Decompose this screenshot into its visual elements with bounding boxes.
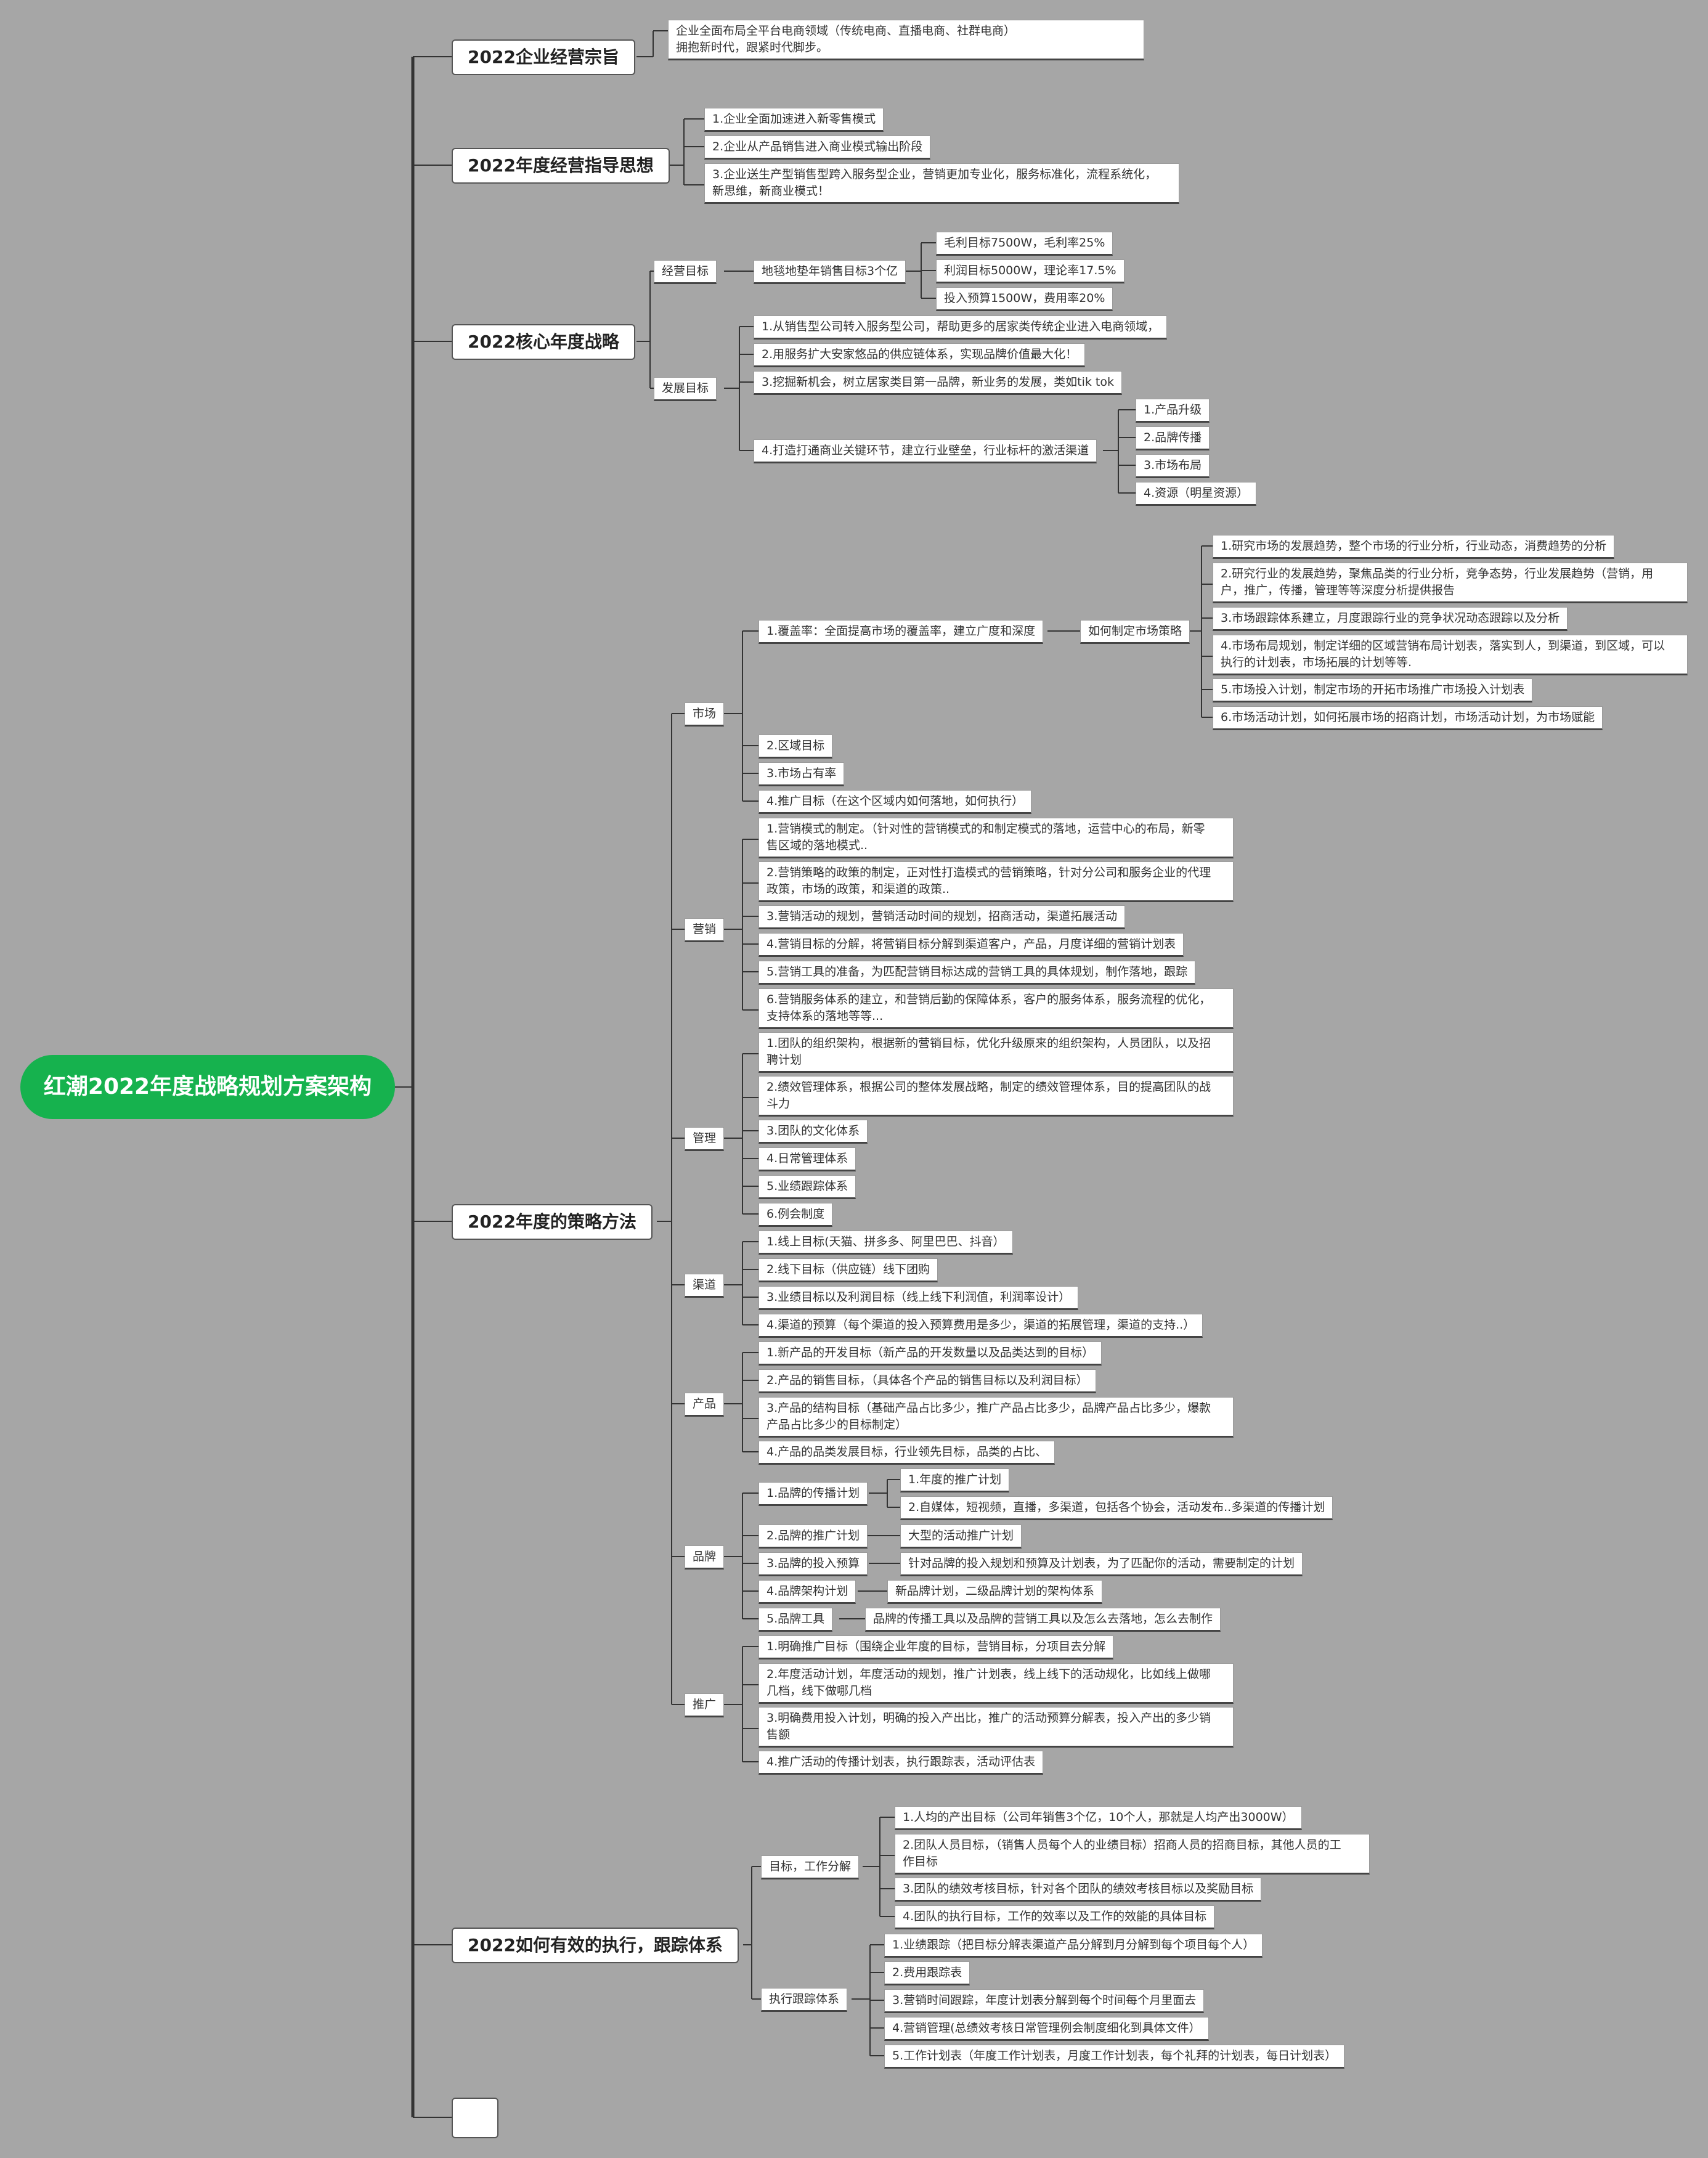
development-item-1[interactable]: 1.从销售型公司转入服务型公司，帮助更多的居家类传统企业进入电商领域， bbox=[754, 316, 1168, 340]
brand-item-2[interactable]: 2.品牌的推广计划 bbox=[758, 1525, 868, 1549]
goal-item-2[interactable]: 2.团队人员目标，（销售人员每个人的业绩目标）招商人员的招商目标，其他人员的工 … bbox=[895, 1834, 1370, 1875]
development-item-4[interactable]: 4.打造打通商业关键环节，建立行业壁垒，行业标杆的激活渠道 bbox=[754, 439, 1097, 463]
tracking-item-5[interactable]: 5.工作计划表（年度工作计划表，月度工作计划表，每个礼拜的计划表，每日计划表） bbox=[884, 2045, 1345, 2069]
promotion-item-3[interactable]: 3.明确费用投入计划，明确的投入产出比，推广的活动预算分解表，投入产出的多少销 … bbox=[758, 1707, 1234, 1748]
product-item-1[interactable]: 1.新产品的开发目标（新产品的开发数量以及品类达到的目标） bbox=[758, 1342, 1102, 1366]
main-topic-empty[interactable] bbox=[452, 2098, 498, 2138]
brand-multichannel-plan[interactable]: 2.自媒体，短视频，直播，多渠道，包括各个协会，活动发布..多渠道的传播计划 bbox=[900, 1496, 1333, 1520]
investment-budget[interactable]: 投入预算1500W，费用率20% bbox=[936, 287, 1113, 311]
brand-event-plan[interactable]: 大型的活动推广计划 bbox=[900, 1525, 1022, 1549]
guiding-item-2[interactable]: 2.企业从产品销售进入商业模式输出阶段 bbox=[704, 136, 931, 160]
product-label[interactable]: 产品 bbox=[685, 1393, 725, 1417]
guiding-item-3[interactable]: 3.企业送生产型销售型跨入服务型企业，营销更加专业化，服务标准化，流程系统化， … bbox=[704, 163, 1179, 204]
brand-architecture-plan[interactable]: 新品牌计划，二级品牌计划的架构体系 bbox=[887, 1580, 1103, 1604]
development-item-2[interactable]: 2.用服务扩大安家悠品的供应链体系，实现品牌价值最大化！ bbox=[754, 343, 1086, 367]
market-share[interactable]: 3.市场占有率 bbox=[758, 762, 845, 786]
market-label[interactable]: 市场 bbox=[685, 702, 725, 727]
marketing-item-4[interactable]: 4.营销目标的分解，将营销目标分解到渠道客户，产品，月度详细的营销计划表 bbox=[758, 933, 1184, 957]
market-strategy-6[interactable]: 6.市场活动计划，如何拓展市场的招商计划，市场活动计划，为市场赋能 bbox=[1213, 706, 1603, 730]
product-item-3[interactable]: 3.产品的结构目标（基础产品占比多少，推广产品占比多少，品牌产品占比多少，爆款 … bbox=[758, 1397, 1234, 1438]
management-item-1[interactable]: 1.团队的组织架构，根据新的营销目标，优化升级原来的组织架构，人员团队，以及招 … bbox=[758, 1032, 1234, 1073]
main-topic-core-strategy[interactable]: 2022核心年度战略 bbox=[452, 324, 635, 360]
guiding-item-1[interactable]: 1.企业全面加速进入新零售模式 bbox=[704, 108, 884, 132]
management-item-4[interactable]: 4.日常管理体系 bbox=[758, 1147, 856, 1171]
promotion-item-2[interactable]: 2.年度活动计划，年度活动的规划，推广计划表，线上线下的活动规化，比如线上做哪 … bbox=[758, 1663, 1234, 1704]
main-topic-purpose[interactable]: 2022企业经营宗旨 bbox=[452, 39, 635, 75]
tracking-item-1[interactable]: 1.业绩跟踪（把目标分解表渠道产品分解到月分解到每个项目每个人） bbox=[884, 1934, 1263, 1958]
tracking-system-label[interactable]: 执行跟踪体系 bbox=[761, 1988, 848, 2012]
root-topic[interactable]: 红潮2022年度战略规划方案架构 bbox=[20, 1055, 395, 1119]
marketing-item-1[interactable]: 1.营销模式的制定。（针对性的营销模式的和制定模式的落地，运营中心的布局，新零 … bbox=[758, 818, 1234, 858]
brand-item-4[interactable]: 4.品牌架构计划 bbox=[758, 1580, 856, 1604]
market-layout[interactable]: 3.市场布局 bbox=[1136, 454, 1210, 478]
market-strategy-5[interactable]: 5.市场投入计划，制定市场的开拓市场推广市场投入计划表 bbox=[1213, 678, 1533, 702]
main-topic-execution-tracking[interactable]: 2022如何有效的执行，跟踪体系 bbox=[452, 1928, 739, 1963]
goal-item-3[interactable]: 3.团队的绩效考核目标，针对各个团队的绩效考核目标以及奖励目标 bbox=[895, 1878, 1262, 1902]
purpose-text[interactable]: 企业全面布局全平台电商领域（传统电商、直播电商、社群电商） 拥抱新时代，跟紧时代… bbox=[668, 20, 1144, 60]
marketing-item-5[interactable]: 5.营销工具的准备，为匹配营销目标达成的营销工具的具体规划，制作落地，跟踪 bbox=[758, 961, 1196, 985]
management-item-3[interactable]: 3.团队的文化体系 bbox=[758, 1120, 868, 1144]
channel-item-4[interactable]: 4.渠道的预算（每个渠道的投入预算费用是多少，渠道的拓展管理，渠道的支持..） bbox=[758, 1314, 1203, 1338]
brand-item-1[interactable]: 1.品牌的传播计划 bbox=[758, 1482, 868, 1506]
promotion-label[interactable]: 推广 bbox=[685, 1693, 725, 1717]
goal-breakdown-label[interactable]: 目标，工作分解 bbox=[761, 1855, 860, 1879]
profit-target[interactable]: 利润目标5000W，理论率17.5% bbox=[936, 259, 1124, 283]
brand-item-5[interactable]: 5.品牌工具 bbox=[758, 1608, 833, 1632]
regional-target[interactable]: 2.区域目标 bbox=[758, 735, 833, 759]
coverage-rate[interactable]: 1.覆盖率：全面提高市场的覆盖率，建立广度和深度 bbox=[758, 620, 1044, 644]
brand-tools-plan[interactable]: 品牌的传播工具以及品牌的营销工具以及怎么去落地，怎么去制作 bbox=[865, 1608, 1221, 1632]
gross-profit-target[interactable]: 毛利目标7500W，毛利率25% bbox=[936, 232, 1113, 256]
product-item-2[interactable]: 2.产品的销售目标，（具体各个产品的销售目标以及利润目标） bbox=[758, 1369, 1096, 1393]
marketing-item-2[interactable]: 2.营销策略的政策的制定，正对性打造模式的营销策略，针对分公司和服务企业的代理 … bbox=[758, 861, 1234, 902]
brand-annual-plan[interactable]: 1.年度的推广计划 bbox=[900, 1468, 1010, 1492]
promotion-target[interactable]: 4.推广目标（在这个区域内如何落地，如何执行） bbox=[758, 790, 1032, 814]
development-goal-label[interactable]: 发展目标 bbox=[654, 377, 717, 401]
channel-label[interactable]: 渠道 bbox=[685, 1274, 725, 1298]
main-topic-strategy-methods[interactable]: 2022年度的策略方法 bbox=[452, 1204, 653, 1240]
marketing-item-3[interactable]: 3.营销活动的规划，营销活动时间的规划，招商活动，渠道拓展活动 bbox=[758, 905, 1126, 929]
product-upgrade[interactable]: 1.产品升级 bbox=[1136, 399, 1210, 423]
channel-item-1[interactable]: 1.线上目标(天猫、拼多多、阿里巴巴、抖音） bbox=[758, 1231, 1013, 1255]
brand-label[interactable]: 品牌 bbox=[685, 1545, 725, 1570]
tracking-item-4[interactable]: 4.营销管理(总绩效考核日常管理例会制度细化到具体文件） bbox=[884, 2017, 1209, 2041]
promotion-item-1[interactable]: 1.明确推广目标（围绕企业年度的目标，营销目标，分项目去分解 bbox=[758, 1635, 1114, 1659]
goal-item-4[interactable]: 4.团队的执行目标，工作的效率以及工作的效能的具体目标 bbox=[895, 1905, 1215, 1929]
how-market-strategy[interactable]: 如何制定市场策略 bbox=[1080, 620, 1190, 644]
market-strategy-2[interactable]: 2.研究行业的发展趋势，聚焦品类的行业分析，竞争态势，行业发展趋势（营销，用 户… bbox=[1213, 563, 1688, 603]
brand-budget-plan[interactable]: 针对品牌的投入规划和预算及计划表，为了匹配你的活动，需要制定的计划 bbox=[900, 1552, 1303, 1576]
marketing-label[interactable]: 营销 bbox=[685, 918, 725, 942]
main-topic-guiding-thought[interactable]: 2022年度经营指导思想 bbox=[452, 148, 670, 184]
channel-item-2[interactable]: 2.线下目标（供应链）线下团购 bbox=[758, 1258, 938, 1282]
market-strategy-1[interactable]: 1.研究市场的发展趋势，整个市场的行业分析，行业动态，消费趋势的分析 bbox=[1213, 535, 1615, 559]
product-item-4[interactable]: 4.产品的品类发展目标，行业领先目标，品类的占比、 bbox=[758, 1441, 1055, 1465]
promotion-item-4[interactable]: 4.推广活动的传播计划表，执行跟踪表，活动评估表 bbox=[758, 1751, 1044, 1775]
market-strategy-3[interactable]: 3.市场跟踪体系建立，月度跟踪行业的竞争状况动态跟踪以及分析 bbox=[1213, 607, 1568, 631]
brand-item-3[interactable]: 3.品牌的投入预算 bbox=[758, 1552, 868, 1576]
tracking-item-3[interactable]: 3.营销时间跟踪，年度计划表分解到每个时间每个月里面去 bbox=[884, 1989, 1205, 2013]
development-item-3[interactable]: 3.挖掘新机会，树立居家类目第一品牌，新业务的发展，类如tik tok bbox=[754, 371, 1122, 395]
resources-star[interactable]: 4.资源（明星资源） bbox=[1136, 482, 1257, 506]
management-item-6[interactable]: 6.例会制度 bbox=[758, 1203, 833, 1227]
tracking-item-2[interactable]: 2.费用跟踪表 bbox=[884, 1961, 970, 1985]
market-strategy-4[interactable]: 4.市场布局规划，制定详细的区域营销布局计划表，落实到人，到渠道，到区域，可以 … bbox=[1213, 635, 1688, 675]
management-item-5[interactable]: 5.业绩跟踪体系 bbox=[758, 1175, 856, 1199]
goal-item-1[interactable]: 1.人均的产出目标（公司年销售3个亿，10个人，那就是人均产出3000W） bbox=[895, 1806, 1302, 1830]
sales-target[interactable]: 地毯地垫年销售目标3个亿 bbox=[754, 260, 906, 284]
brand-communication[interactable]: 2.品牌传播 bbox=[1136, 426, 1210, 450]
management-label[interactable]: 管理 bbox=[685, 1127, 725, 1151]
business-goal-label[interactable]: 经营目标 bbox=[654, 260, 717, 284]
management-item-2[interactable]: 2.绩效管理体系，根据公司的整体发展战略，制定的绩效管理体系，目的提高团队的战 … bbox=[758, 1076, 1234, 1117]
marketing-item-6[interactable]: 6.营销服务体系的建立，和营销后勤的保障体系，客户的服务体系，服务流程的优化， … bbox=[758, 988, 1234, 1029]
channel-item-3[interactable]: 3.业绩目标以及利润目标（线上线下利润值，利润率设计） bbox=[758, 1286, 1079, 1310]
